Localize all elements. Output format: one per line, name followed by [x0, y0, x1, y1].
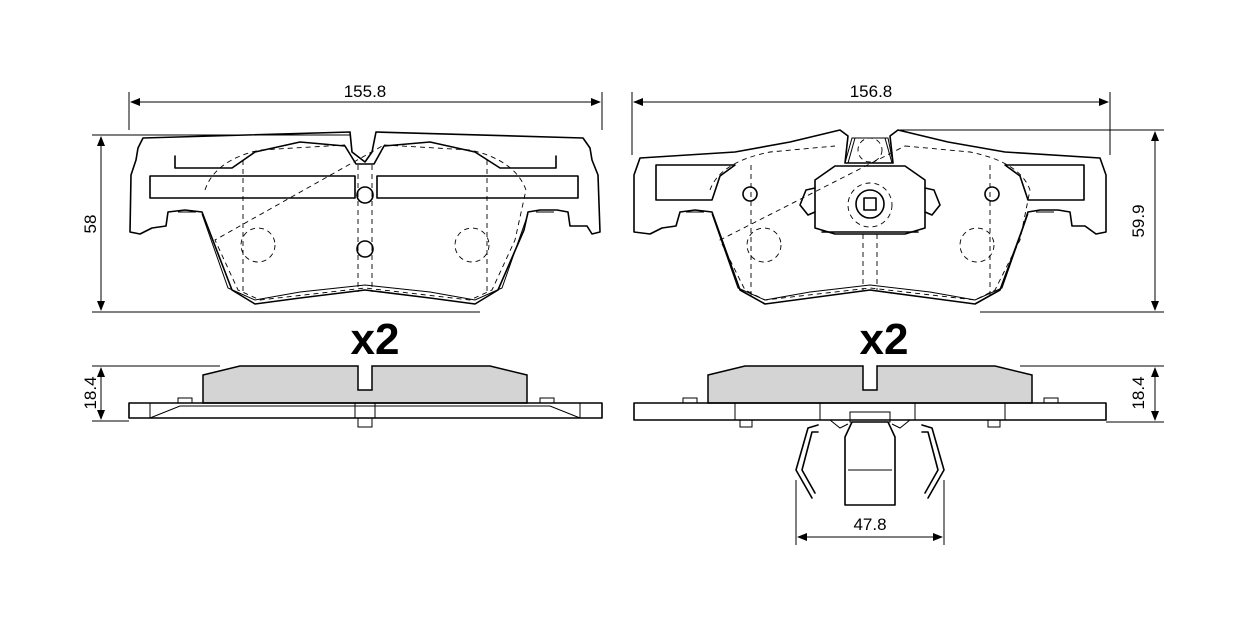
left-height-dimension: 58 [81, 134, 480, 313]
left-thickness-label: 18.4 [81, 376, 100, 409]
right-pin-hole-left [742, 186, 758, 202]
right-thickness-dimension: 18.4 [1020, 365, 1164, 423]
right-backing-plate [633, 129, 1107, 305]
left-pin-hole-lower [356, 240, 374, 258]
left-backing-plate-side [128, 402, 603, 419]
clip-width-dimension: 47.8 [795, 480, 945, 545]
left-width-label: 155.8 [344, 82, 387, 101]
right-center-boss [855, 189, 885, 219]
right-pin-hole-right [984, 186, 1000, 202]
right-wear-clip [795, 411, 945, 506]
right-pad-side-view [633, 365, 1107, 506]
left-pad-side-view [128, 365, 603, 428]
left-height-label: 58 [81, 215, 100, 234]
right-quantity-label: x2 [860, 315, 909, 364]
right-clip-housing [814, 165, 926, 235]
right-pad-front-view [633, 129, 1107, 305]
right-height-label: 59.9 [1129, 204, 1148, 237]
right-width-dimension: 156.8 [631, 82, 1111, 155]
left-top-recess [174, 141, 557, 169]
right-backing-plate-side [633, 402, 1107, 421]
right-wear-outline [709, 145, 1031, 301]
right-plate-slot [655, 164, 1085, 201]
left-plate-slot [149, 175, 579, 199]
left-pad-front-view [129, 131, 601, 305]
left-wear-outline [204, 144, 527, 301]
right-thickness-label: 18.4 [1129, 376, 1148, 409]
left-friction-material [202, 365, 528, 404]
left-width-dimension: 155.8 [128, 82, 603, 130]
right-height-dimension: 59.9 [900, 129, 1164, 313]
left-backing-plate [129, 131, 601, 305]
left-pin-hole-upper [356, 186, 374, 204]
clip-width-label: 47.8 [853, 515, 886, 534]
left-quantity-label: x2 [351, 315, 400, 364]
right-width-label: 156.8 [850, 82, 893, 101]
right-friction-material [707, 365, 1033, 404]
right-friction-contour [711, 213, 1029, 301]
left-thickness-dimension: 18.4 [81, 365, 220, 422]
left-friction-contour [201, 213, 529, 301]
